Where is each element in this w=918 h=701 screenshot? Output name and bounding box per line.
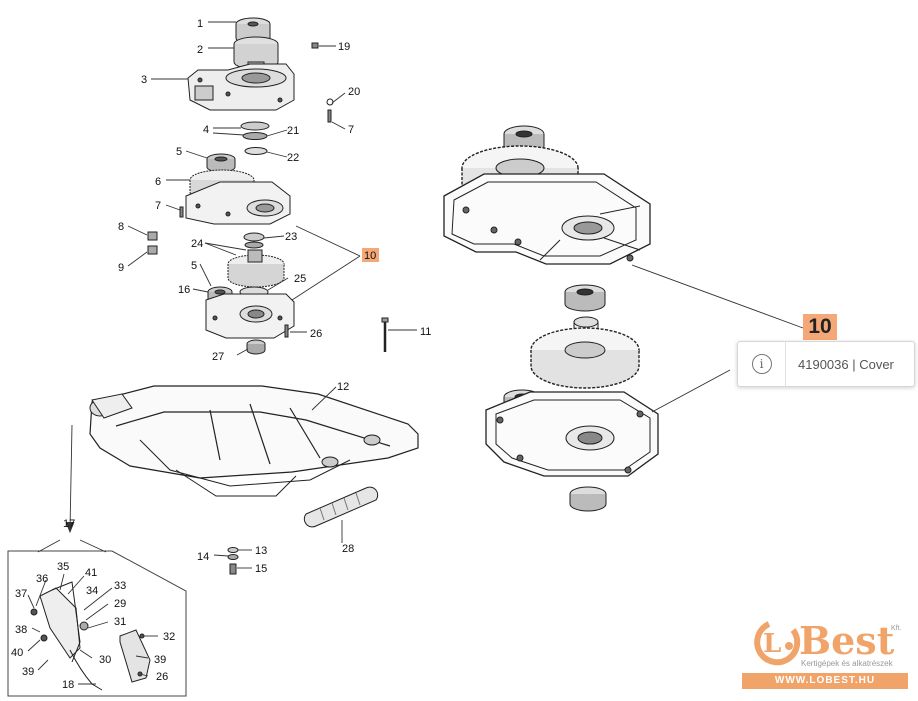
part-label[interactable]: 41 xyxy=(85,567,97,579)
part-label[interactable]: 16 xyxy=(178,284,190,296)
part-label[interactable]: 12 xyxy=(337,381,349,393)
logo-url[interactable]: WWW.LOBEST.HU xyxy=(742,673,908,689)
part-label[interactable]: 7 xyxy=(348,124,354,136)
part-label[interactable]: 8 xyxy=(118,221,124,233)
svg-text:10: 10 xyxy=(364,250,376,262)
part-label[interactable]: 31 xyxy=(114,616,126,628)
part-label[interactable]: 32 xyxy=(163,631,175,643)
part-label[interactable]: 26 xyxy=(310,328,322,340)
part-label[interactable]: 23 xyxy=(285,231,297,243)
part-label[interactable]: 39 xyxy=(22,666,34,678)
part-label[interactable]: 5 xyxy=(176,146,182,158)
part-label[interactable]: 38 xyxy=(15,624,27,636)
part-label[interactable]: 34 xyxy=(86,585,98,597)
highlighted-callout-10[interactable]: 10 xyxy=(803,314,837,340)
frame-assembly xyxy=(89,385,419,497)
part-label[interactable]: 35 xyxy=(57,561,69,573)
gearbox-exploded-large xyxy=(443,125,659,512)
lobest-logo[interactable]: Best Kft. Kertigépek és alkatrészek WWW.… xyxy=(741,618,911,692)
part-label[interactable]: 3 xyxy=(141,74,147,86)
part-label[interactable]: 1 xyxy=(197,18,203,30)
part-label[interactable]: 14 xyxy=(197,551,209,563)
tooltip-text: 4190036 | Cover xyxy=(798,356,894,372)
part-label[interactable]: 11 xyxy=(420,326,431,338)
part-label[interactable]: 26 xyxy=(156,671,168,683)
gearbox-exploded-small xyxy=(147,17,334,355)
highlighted-label-10[interactable]: 10 xyxy=(362,248,379,262)
logo-kft: Kft. xyxy=(891,625,902,632)
part-label[interactable]: 24 xyxy=(191,238,203,250)
part-label[interactable]: 15 xyxy=(255,563,267,575)
part-label[interactable]: 20 xyxy=(348,86,360,98)
part-label[interactable]: 6 xyxy=(155,176,161,188)
part-label[interactable]: 17 xyxy=(63,518,75,530)
part-label[interactable]: 25 xyxy=(294,273,306,285)
part-label[interactable]: 21 xyxy=(287,125,299,137)
part-label[interactable]: 5 xyxy=(191,260,197,272)
part-label[interactable]: 2 xyxy=(197,44,203,56)
logo-mark: L xyxy=(754,621,801,666)
part-label[interactable]: 9 xyxy=(118,262,124,274)
svg-text:L: L xyxy=(763,629,781,659)
part-labels: 1 2 3 4 5 6 7 8 9 24 5 16 21 22 23 25 26… xyxy=(11,18,431,691)
part-label[interactable]: 33 xyxy=(114,580,126,592)
info-icon: i xyxy=(738,342,786,386)
part-label[interactable]: 7 xyxy=(155,200,161,212)
part-label[interactable]: 13 xyxy=(255,545,267,557)
part-label[interactable]: 18 xyxy=(62,679,74,691)
leader-lines xyxy=(27,21,804,685)
part-label[interactable]: 36 xyxy=(36,573,48,585)
part-label[interactable]: 4 xyxy=(203,124,209,136)
part-label[interactable]: 27 xyxy=(212,351,224,363)
part-label[interactable]: 19 xyxy=(338,41,350,53)
throttle-inset xyxy=(7,550,187,697)
bolt-11 xyxy=(381,317,389,352)
fasteners-13-15 xyxy=(227,547,239,575)
part-label[interactable]: 40 xyxy=(11,647,23,659)
part-label[interactable]: 37 xyxy=(15,588,27,600)
part-label[interactable]: 28 xyxy=(342,543,354,555)
logo-brand: Best xyxy=(799,618,895,663)
handle-grip xyxy=(303,486,379,528)
part-label[interactable]: 30 xyxy=(99,654,111,666)
part-label[interactable]: 22 xyxy=(287,152,299,164)
part-tooltip: i 4190036 | Cover xyxy=(737,341,915,387)
part-label[interactable]: 29 xyxy=(114,598,126,610)
part-label[interactable]: 39 xyxy=(154,654,166,666)
logo-tagline: Kertigépek és alkatrészek xyxy=(801,659,893,668)
